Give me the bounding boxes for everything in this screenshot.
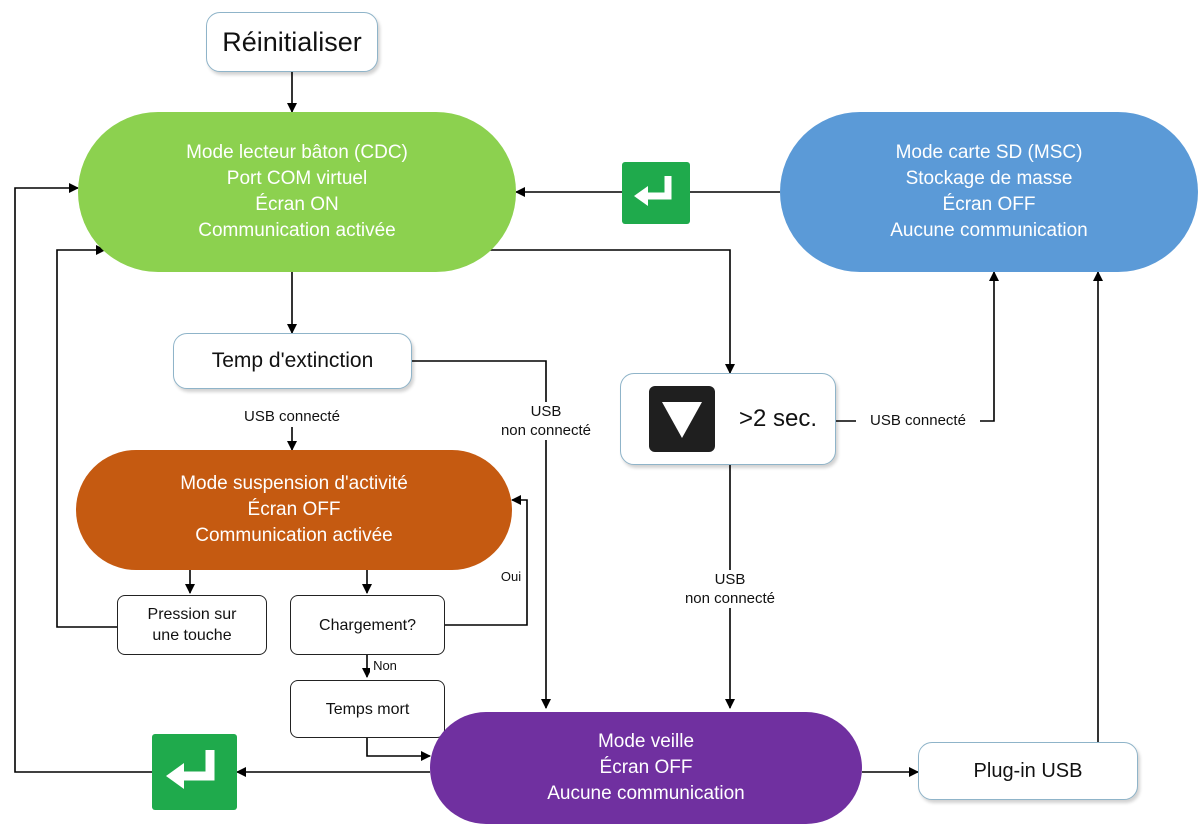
key-pressed-line-1: Pression sur <box>147 606 237 623</box>
usb-plugin-node: Plug-in USB <box>918 742 1138 800</box>
msc-mode-line-3: Écran OFF <box>942 194 1036 215</box>
msc-mode-line-2: Stockage de masse <box>905 168 1073 189</box>
key-pressed-node: Pression sur une touche <box>117 595 267 655</box>
standby-mode-line-1: Mode veille <box>597 731 695 752</box>
arrow-shutdown-to-standby <box>412 360 551 709</box>
timeout-label: Temps mort <box>325 700 410 718</box>
edge-label-usb-not-connected-line-2: non connecté <box>500 422 592 439</box>
arrow-keypress-to-msc <box>836 271 999 422</box>
standby-mode-line-3: Aucune communication <box>547 783 745 804</box>
enter-key-icon <box>622 162 690 224</box>
edge-label-usb-not-connected-standby-line-2: non connecté <box>684 590 776 607</box>
enter-arrow-glyph <box>634 176 672 206</box>
down-triangle-key-icon <box>649 386 715 452</box>
edge-label-usb-not-connected-standby-line-1: USB <box>714 571 746 588</box>
charging-node: Chargement? <box>290 595 445 655</box>
charging-label: Chargement? <box>319 616 416 634</box>
arrow-charging-to-suspend <box>445 495 528 626</box>
key-pressed-line-2: une touche <box>152 627 232 644</box>
msc-mode-line-4: Aucune communication <box>890 220 1088 241</box>
arrow-cdc-to-keypress <box>470 249 735 374</box>
msc-mode-line-1: Mode carte SD (MSC) <box>895 142 1083 163</box>
enter-arrow-glyph <box>166 750 215 789</box>
standby-mode-node: Mode veille Écran OFF Aucune communicati… <box>430 712 862 824</box>
cdc-mode-line-4: Communication activée <box>198 220 396 241</box>
key-press-label: >2 sec. <box>739 405 818 432</box>
edge-label-yes: Oui <box>497 569 525 585</box>
edge-label-no: Non <box>370 658 400 674</box>
edge-label-usb-connected: USB connecté <box>230 407 354 426</box>
edge-label-usb-not-connected-standby: USB non connecté <box>664 570 796 608</box>
key-press-node: >2 sec. <box>620 373 836 465</box>
msc-mode-node: Mode carte SD (MSC) Stockage de masse Éc… <box>780 112 1198 272</box>
standby-mode-line-2: Écran OFF <box>599 757 693 778</box>
arrow-standby-loop-to-cdc <box>14 183 152 773</box>
usb-plugin-label: Plug-in USB <box>973 759 1083 782</box>
cdc-mode-node: Mode lecteur bâton (CDC) Port COM virtue… <box>78 112 516 272</box>
edge-label-usb-not-connected: USB non connecté <box>480 402 612 440</box>
suspend-mode-line-2: Écran OFF <box>247 499 341 520</box>
suspend-mode-node: Mode suspension d'activité Écran OFF Com… <box>76 450 512 570</box>
reset-node: Réinitialiser <box>206 12 378 72</box>
reset-label: Réinitialiser <box>222 26 362 57</box>
arrow-keypressed-to-cdc <box>56 245 117 628</box>
edge-label-usb-connected-msc: USB connecté <box>856 411 980 430</box>
shutdown-time-label: Temp d'extinction <box>211 349 374 372</box>
suspend-mode-line-3: Communication activée <box>195 525 393 546</box>
arrow-timeout-to-standby <box>366 738 431 761</box>
enter-key-icon <box>152 734 237 810</box>
edge-label-usb-not-connected-line-1: USB <box>530 403 562 420</box>
shutdown-time-node: Temp d'extinction <box>173 333 412 389</box>
suspend-mode-line-1: Mode suspension d'activité <box>180 473 408 494</box>
timeout-node: Temps mort <box>290 680 445 738</box>
cdc-mode-line-3: Écran ON <box>255 194 339 215</box>
cdc-mode-line-2: Port COM virtuel <box>226 168 368 189</box>
cdc-mode-line-1: Mode lecteur bâton (CDC) <box>186 142 408 163</box>
